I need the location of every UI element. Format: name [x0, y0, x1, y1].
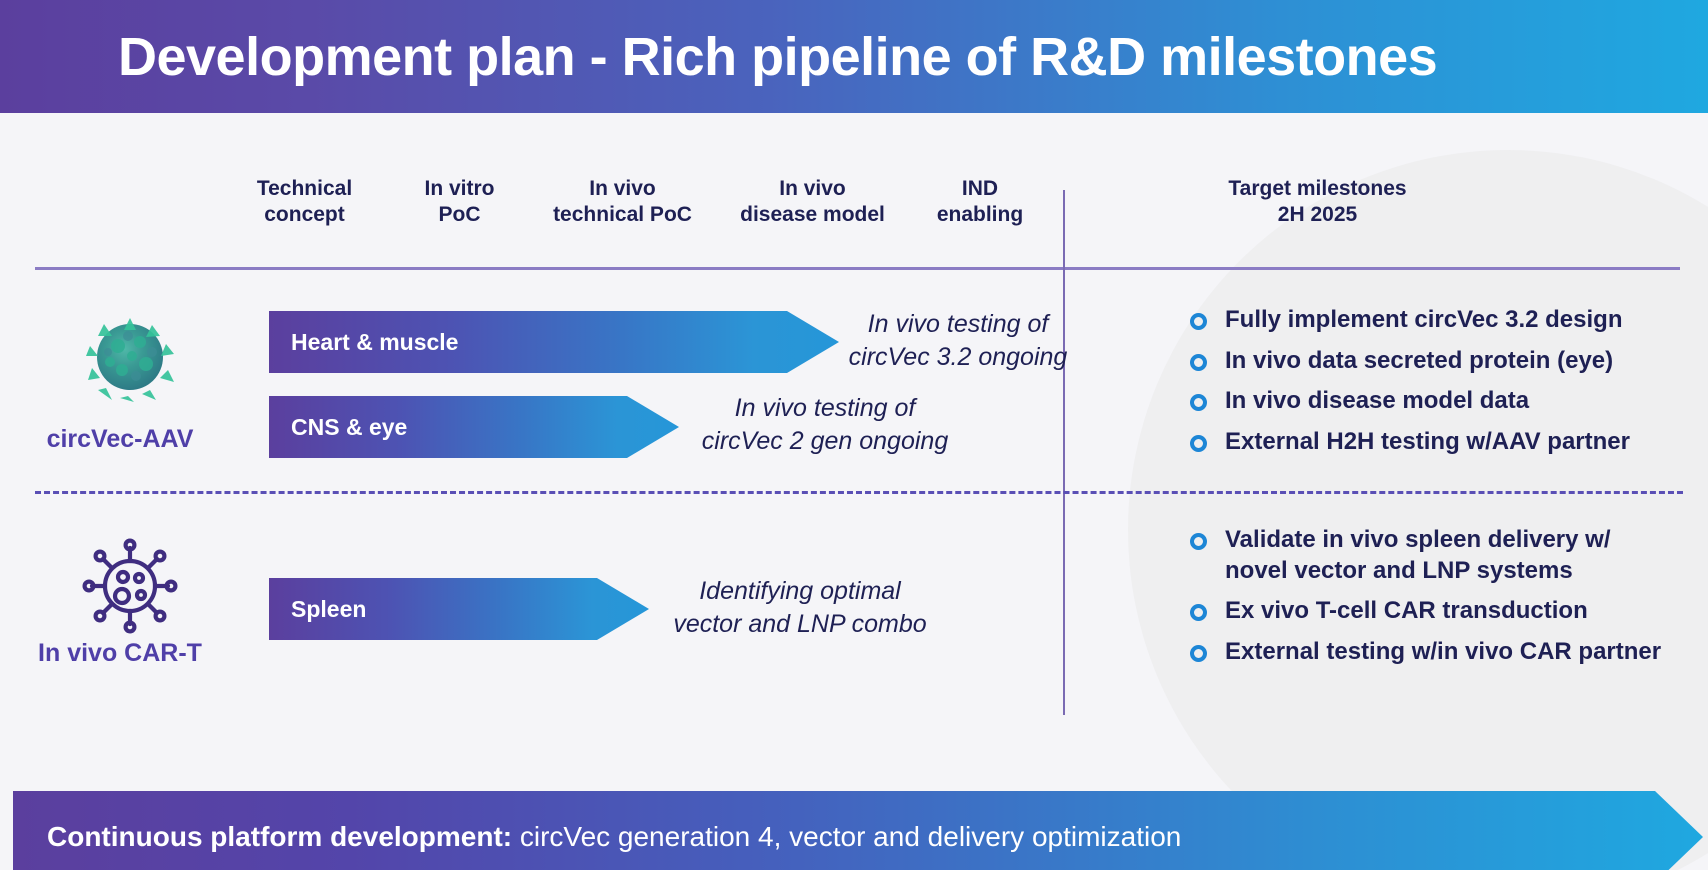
- bullet-ring-icon: [1190, 533, 1207, 550]
- row-label-in-vivo-car-t: In vivo CAR-T: [38, 639, 202, 667]
- bar-label-cns-and-eye: CNS & eye: [291, 413, 408, 440]
- bar-spleen[interactable]: Spleen: [269, 578, 649, 640]
- vertical-divider-line: [1063, 190, 1065, 715]
- bullet-ring-icon: [1190, 353, 1207, 371]
- bullet-ring-icon: [1190, 394, 1207, 412]
- aav-capsid-icon: [84, 310, 176, 402]
- bar-label-spleen: Spleen: [291, 595, 367, 622]
- milestone-item: External H2H testing w/AAV partner: [1190, 427, 1670, 458]
- milestone-item: External testing w/in vivo CAR partner: [1190, 637, 1685, 668]
- column-header-in-vitro-poc: In vitro PoC: [424, 177, 495, 227]
- annotation-heart-and-muscle: In vivo testing of circVec 3.2 ongoing: [848, 310, 1068, 371]
- bar-label-heart-and-muscle: Heart & muscle: [291, 328, 459, 355]
- milestone-item: Fully implement circVec 3.2 design: [1190, 305, 1670, 336]
- row-label-circvec-aav: circVec-AAV: [46, 425, 194, 453]
- column-header-technical-concept: Technical concept: [256, 177, 353, 227]
- bullet-ring-icon: [1190, 604, 1207, 622]
- bar-cns-and-eye[interactable]: CNS & eye: [269, 396, 679, 458]
- milestone-text: Fully implement circVec 3.2 design: [1225, 306, 1623, 333]
- milestone-item: Ex vivo T-cell CAR transduction: [1190, 596, 1685, 627]
- banner-bold-text: Continuous platform development:: [47, 821, 513, 852]
- virus-outline-icon: [82, 538, 178, 639]
- row-divider-dashed-line: [35, 491, 1683, 494]
- milestone-text: External H2H testing w/AAV partner: [1225, 428, 1630, 456]
- banner-text: Continuous platform development: circVec…: [47, 823, 1181, 851]
- milestone-text: Ex vivo T-cell CAR transduction: [1225, 597, 1588, 625]
- column-header-ind-enabling: IND enabling: [936, 177, 1024, 227]
- bullet-ring-icon: [1190, 435, 1207, 453]
- continuous-platform-banner: Continuous platform development: circVec…: [13, 791, 1703, 870]
- header-divider-line: [35, 267, 1680, 270]
- column-header-in-vivo-technical-poc: In vivo technical PoC: [553, 177, 692, 227]
- milestone-text: External testing w/in vivo CAR partner: [1225, 638, 1662, 666]
- milestone-text: In vivo data secreted protein (eye): [1225, 346, 1614, 374]
- decorative-circle-watermark: [1128, 150, 1708, 870]
- annotation-spleen: Identifying optimal vector and LNP combo: [673, 577, 927, 638]
- milestone-item: In vivo disease model data: [1190, 386, 1670, 417]
- milestones-list-circvec-aav: Fully implement circVec 3.2 design In vi…: [1190, 305, 1670, 468]
- slide-header: Development plan - Rich pipeline of R&D …: [0, 0, 1708, 113]
- bullet-ring-icon: [1190, 645, 1207, 663]
- column-header-in-vivo-disease-model: In vivo disease model: [740, 177, 885, 227]
- bar-heart-and-muscle[interactable]: Heart & muscle: [269, 311, 839, 373]
- annotation-cns-and-eye: In vivo testing of circVec 2 gen ongoing: [701, 394, 949, 455]
- page-title: Development plan - Rich pipeline of R&D …: [118, 26, 1438, 87]
- bullet-ring-icon: [1190, 313, 1207, 330]
- milestone-text: Validate in vivo spleen delivery w/ nove…: [1225, 526, 1611, 584]
- milestone-item: Validate in vivo spleen delivery w/ nove…: [1190, 525, 1685, 586]
- column-header-target-milestones: Target milestones 2H 2025: [1228, 177, 1407, 227]
- banner-regular-text: circVec generation 4, vector and deliver…: [512, 821, 1182, 852]
- milestone-text: In vivo disease model data: [1225, 387, 1530, 415]
- milestones-list-in-vivo-car-t: Validate in vivo spleen delivery w/ nove…: [1190, 525, 1685, 678]
- milestone-item: In vivo data secreted protein (eye): [1190, 346, 1670, 377]
- column-header-row: Technical concept In vitro PoC In vivo t…: [0, 170, 1708, 250]
